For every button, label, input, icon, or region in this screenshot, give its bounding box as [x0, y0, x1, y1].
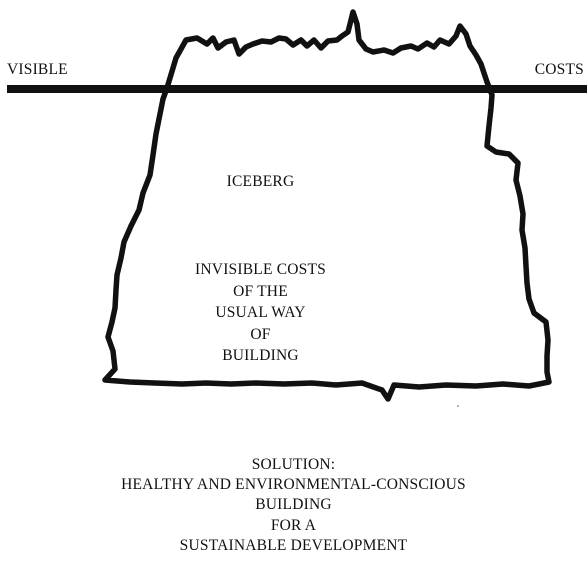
solution-line: SUSTAINABLE DEVELOPMENT — [179, 536, 408, 554]
solution-line: SOLUTION: — [251, 456, 336, 473]
invisible-costs-text: INVISIBLE COSTS OF THE USUAL WAY OF BUIL… — [0, 259, 554, 367]
solution-line: FOR A — [270, 516, 317, 534]
invisible-line: OF — [250, 325, 271, 343]
speck — [457, 405, 459, 407]
solution-line: BUILDING — [255, 496, 332, 514]
solution-line: HEALTHY AND ENVIRONMENTAL-CONSCIOUS — [121, 476, 466, 494]
iceberg-outline — [102, 9, 552, 402]
iceberg-title: ICEBERG — [0, 171, 554, 193]
visible-label: VISIBLE — [7, 61, 68, 78]
invisible-line: BUILDING — [222, 347, 299, 364]
invisible-line: USUAL WAY — [215, 304, 306, 321]
iceberg-title-text: ICEBERG — [226, 173, 295, 190]
invisible-line: OF THE — [233, 282, 288, 300]
costs-label: COSTS — [534, 61, 584, 78]
solution-text: SOLUTION: HEALTHY AND ENVIRONMENTAL-CONS… — [0, 455, 587, 556]
invisible-line: INVISIBLE COSTS — [195, 261, 326, 278]
